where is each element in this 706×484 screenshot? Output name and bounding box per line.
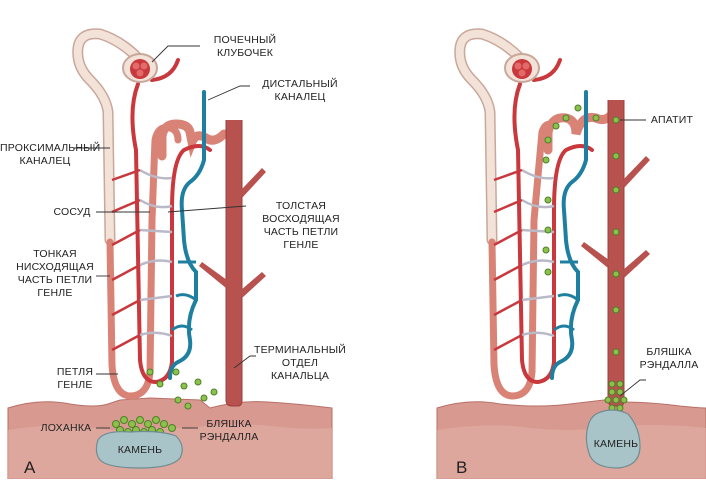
apatite-dots-a [146,368,218,410]
vein-a [168,90,206,380]
glomerulus-a [122,53,158,83]
panel-a-letter: A [24,458,36,477]
artery-b [512,82,594,385]
vein-b [550,90,588,380]
randall-plaque-b [604,380,628,412]
label-proximal-tubule: ПРОКСИМАЛЬНЫЙ КАНАЛЕЦ [0,142,101,167]
collecting-duct-b [607,100,625,407]
leader-lines-b [619,119,646,397]
apatite-dots-b [542,104,620,356]
leader-lines-a [74,45,256,429]
artery-a [130,82,212,385]
label-randall-plaque: БЛЯШКА РЭНДАЛЛА [199,418,259,443]
label-apatite: АПАТИТ [650,114,694,126]
label-vessel: СОСУД [53,206,91,218]
capillaries-a [139,168,173,338]
label-stone-b: КАМЕНЬ [593,438,639,450]
panel-b-letter: B [456,458,468,477]
stone-a [95,430,183,469]
label-randall-plaque-b: БЛЯШКА РЭНДАЛЛА [639,346,699,371]
panel-a [7,28,333,480]
collecting-duct-a [225,120,243,407]
loop-of-henle-a [106,124,182,400]
label-loop-of-henle: ПЕТЛЯ ГЕНЛЕ [56,366,94,391]
distal-tubule-a [157,119,229,161]
label-thick-ascending: ТОЛСТАЯ ВОСХОДЯЩАЯ ЧАСТЬ ПЕТЛИ ГЕНЛЕ [262,200,340,251]
label-distal-tubule: ДИСТАЛЬНЫЙ КАНАЛЕЦ [262,78,338,103]
label-stone: КАМЕНЬ [117,444,163,456]
label-glomerulus: ПОЧЕЧНЫЙ КЛУБОЧЕК [213,34,277,59]
label-thin-descending: ТОНКАЯ НИСХОДЯЩАЯ ЧАСТЬ ПЕТЛИ ГЕНЛЕ [16,248,94,299]
glomerulus-b [504,53,540,83]
distal-tubule-b [543,111,615,155]
label-terminal-tubule: ТЕРМИНАЛЬНЫЙ ОТДЕЛ КАНАЛЬЦА [253,344,347,382]
label-pelvis: ЛОХАНКА [40,422,92,434]
panel-b [436,28,706,480]
stone-b [585,409,641,469]
